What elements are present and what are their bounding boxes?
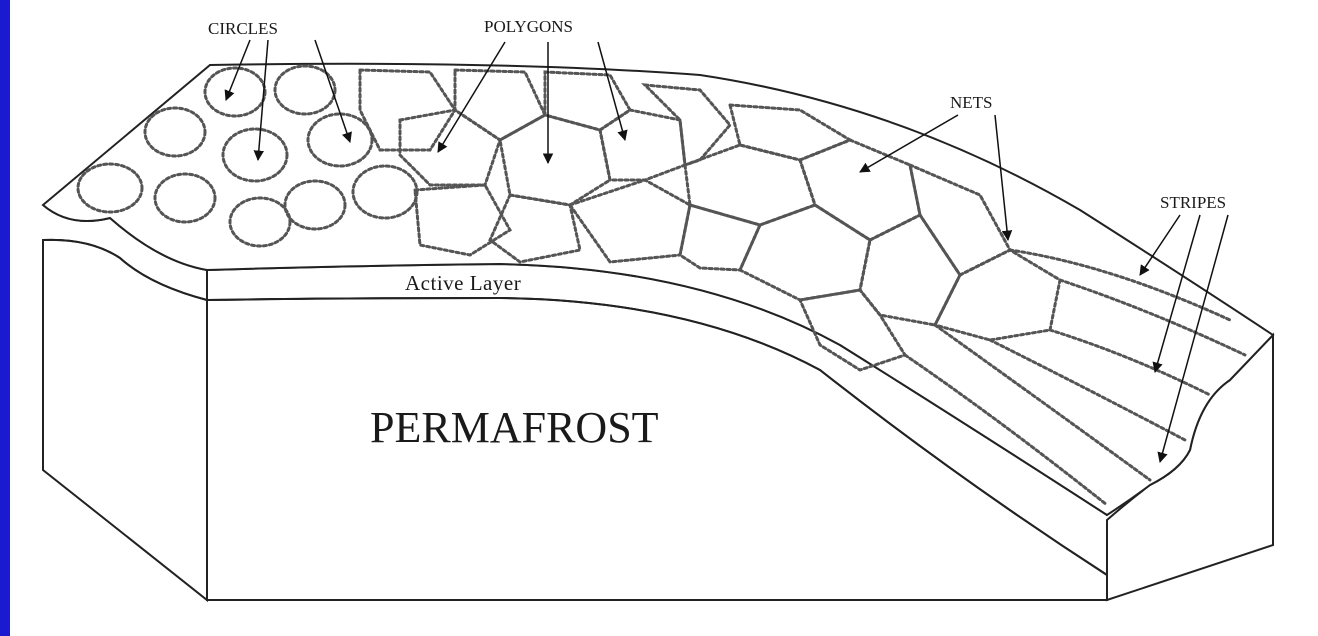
block-left-face (43, 240, 207, 600)
label-polygons: POLYGONS (484, 17, 573, 36)
label-nets: NETS (950, 93, 993, 112)
label-stripes: STRIPES (1160, 193, 1226, 212)
label-permafrost: PERMAFROST (370, 403, 659, 452)
label-circles: CIRCLES (208, 19, 278, 38)
label-active-layer: Active Layer (405, 271, 521, 295)
